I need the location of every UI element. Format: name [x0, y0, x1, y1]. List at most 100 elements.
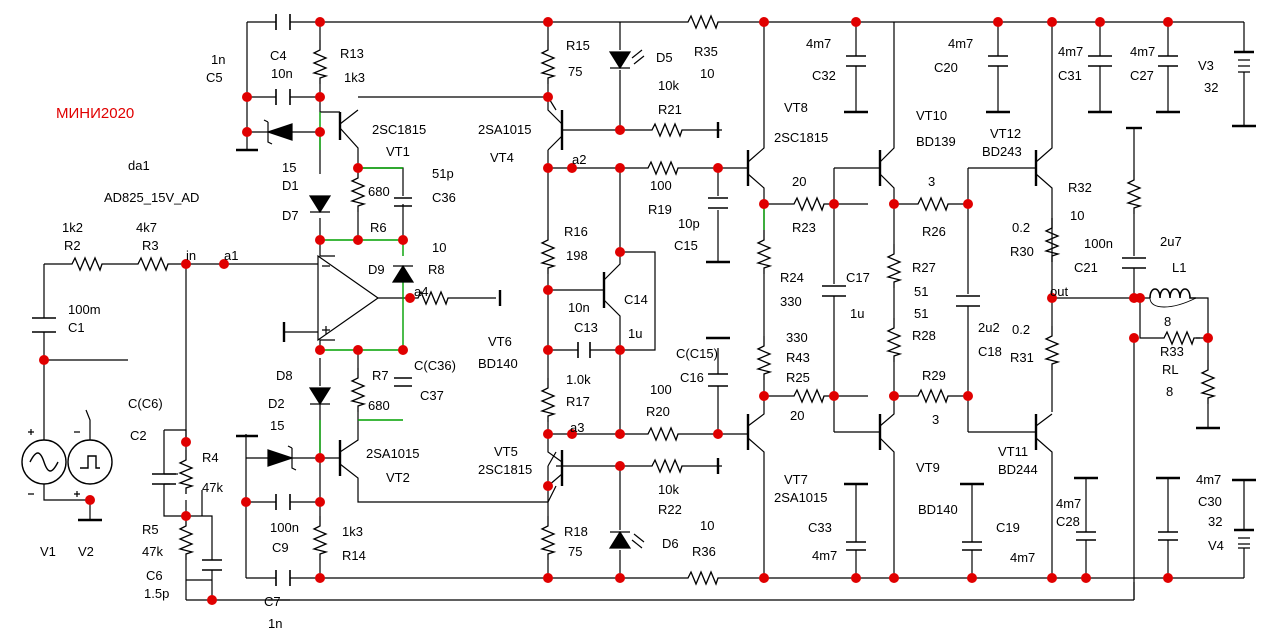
label-v3: V3 — [1198, 58, 1214, 73]
label-r15-value: 75 — [568, 64, 582, 79]
label-r5-value: 47k — [142, 544, 163, 559]
label-r20: R20 — [646, 404, 670, 419]
junction-node — [353, 345, 363, 355]
label-vt2: VT2 — [386, 470, 410, 485]
label-r18-value: 75 — [568, 544, 582, 559]
wires — [43, 21, 1245, 601]
junction-node — [1095, 17, 1105, 27]
junction-node — [1047, 17, 1057, 27]
junction-node — [207, 595, 217, 605]
label-c20-value: 4m7 — [948, 36, 973, 51]
resistor-r2 — [63, 257, 109, 271]
label-d1-value: 15 — [282, 160, 296, 175]
diode-d1 — [263, 119, 293, 145]
label-c30-value: 4m7 — [1196, 472, 1221, 487]
junction-node — [615, 461, 625, 471]
capacitor-c36 — [394, 197, 412, 207]
label-r8-value: 10 — [432, 240, 446, 255]
label-r13-value: 1k3 — [344, 70, 365, 85]
label-c36: C36 — [432, 190, 456, 205]
capacitor-c32 — [846, 55, 866, 67]
label-r33-value: 8 — [1164, 314, 1171, 329]
label-r2-value: 1k2 — [62, 220, 83, 235]
label-r5: R5 — [142, 522, 159, 537]
label-vt11: VT11 — [998, 444, 1028, 459]
label-c7: C7 — [264, 594, 281, 609]
capacitor-c20 — [988, 55, 1008, 67]
junction-node — [543, 481, 553, 491]
junction-node — [315, 573, 325, 583]
junction-node — [963, 391, 973, 401]
label-c15: C15 — [674, 238, 698, 253]
junction-nodes — [39, 17, 1213, 605]
junction-node — [85, 495, 95, 505]
label-c33: C33 — [808, 520, 832, 535]
junction-node — [315, 17, 325, 27]
junction-node — [315, 345, 325, 355]
resistor-r27 — [887, 243, 901, 289]
capacitor-c28 — [1076, 531, 1096, 541]
junction-node — [242, 127, 252, 137]
resistor-r36 — [679, 571, 725, 585]
label-node-out: out — [1050, 284, 1068, 299]
capacitor-c37 — [394, 377, 412, 387]
label-c13-value: 10n — [568, 300, 590, 315]
junction-node — [543, 163, 553, 173]
label-d8: D8 — [276, 368, 293, 383]
capacitor-c16 — [708, 373, 728, 387]
label-r4-value: 47k — [202, 480, 223, 495]
junction-node — [543, 92, 553, 102]
label-r26-value: 3 — [928, 174, 935, 189]
resistor-r18 — [541, 515, 555, 561]
label-c32-value: 4m7 — [806, 36, 831, 51]
label-r43-value: 330 — [786, 330, 808, 345]
label-c28: C28 — [1056, 514, 1080, 529]
junction-node — [993, 17, 1003, 27]
label-d9: D9 — [368, 262, 385, 277]
resistor-r31 — [1045, 325, 1059, 371]
resistor-r21 — [643, 123, 689, 137]
label-vt8: VT8 — [784, 100, 808, 115]
label-r29-value: 3 — [932, 412, 939, 427]
junction-node — [219, 259, 229, 269]
label-r24-value: 330 — [780, 294, 802, 309]
label-d1: D1 — [282, 178, 299, 193]
label-c21: C21 — [1074, 260, 1098, 275]
label-d7: D7 — [282, 208, 299, 223]
resistor-r35 — [679, 15, 725, 29]
label-vt6: VT6 — [488, 334, 512, 349]
label-r22: R22 — [658, 502, 682, 517]
label-d2: D2 — [268, 396, 285, 411]
junction-node — [181, 437, 191, 447]
label-vt4-type: 2SA1015 — [478, 122, 532, 137]
label-c31: C31 — [1058, 68, 1082, 83]
resistor-r4 — [179, 449, 193, 495]
source-v1 — [21, 429, 67, 495]
capacitor-c5 — [275, 14, 291, 30]
label-c31-value: 4m7 — [1058, 44, 1083, 59]
schematic-title: МИНИ2020 — [56, 105, 134, 122]
label-r3: R3 — [142, 238, 159, 253]
junction-node — [1047, 293, 1057, 303]
capacitor-c19 — [962, 541, 982, 551]
junction-node — [353, 163, 363, 173]
junction-node — [315, 453, 325, 463]
label-r35: R35 — [694, 44, 718, 59]
label-r31-value: 0.2 — [1012, 322, 1030, 337]
label-r23: R23 — [792, 220, 816, 235]
junction-node — [615, 573, 625, 583]
resistor-rl — [1201, 359, 1215, 405]
label-vt5-type: 2SC1815 — [478, 462, 532, 477]
resistor-r19 — [639, 161, 685, 175]
label-c1-value: 100m — [68, 302, 101, 317]
junction-node — [315, 92, 325, 102]
junction-node — [1163, 17, 1173, 27]
resistor-r28 — [887, 317, 901, 363]
resistor-r25 — [785, 389, 831, 403]
label-c2: C2 — [130, 428, 147, 443]
junction-node — [567, 429, 577, 439]
label-r43: R43 — [786, 350, 810, 365]
label-r19: R19 — [648, 202, 672, 217]
label-l1: L1 — [1172, 260, 1186, 275]
label-r33: R33 — [1160, 344, 1184, 359]
